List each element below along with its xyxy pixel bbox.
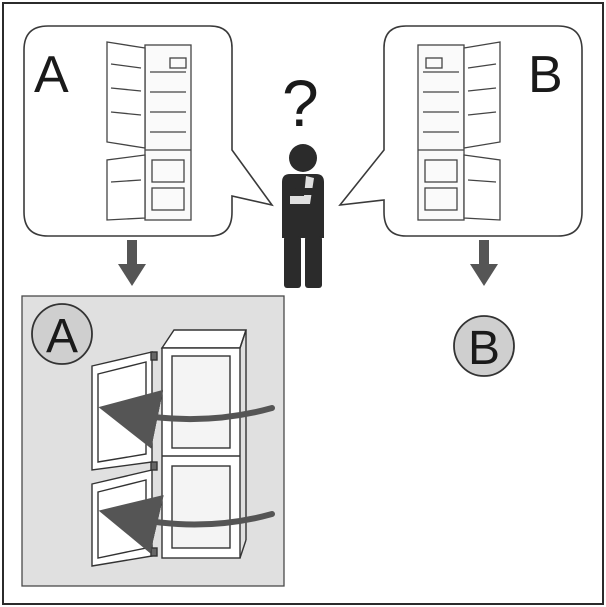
option-b-label: B <box>528 46 563 104</box>
fridge-icon <box>417 41 501 221</box>
speech-bubble-b: B <box>338 25 583 237</box>
curved-arrow-icon <box>98 494 275 554</box>
fridge-door-icon <box>91 351 158 567</box>
result-b-label: B <box>468 322 500 375</box>
speech-bubble-a: A <box>23 25 274 237</box>
curved-arrow-icon <box>98 389 275 449</box>
arrow-down-icon <box>470 240 498 286</box>
fridge-icon <box>106 41 192 221</box>
question-mark: ? <box>282 66 319 140</box>
result-panel-a: A <box>21 295 285 587</box>
arrow-down-icon <box>118 240 146 286</box>
result-b-badge: B <box>453 315 515 377</box>
option-a-label: A <box>34 46 69 104</box>
thinking-person-icon <box>282 144 324 288</box>
result-a-badge <box>31 303 93 365</box>
result-a-label: A <box>46 310 78 363</box>
